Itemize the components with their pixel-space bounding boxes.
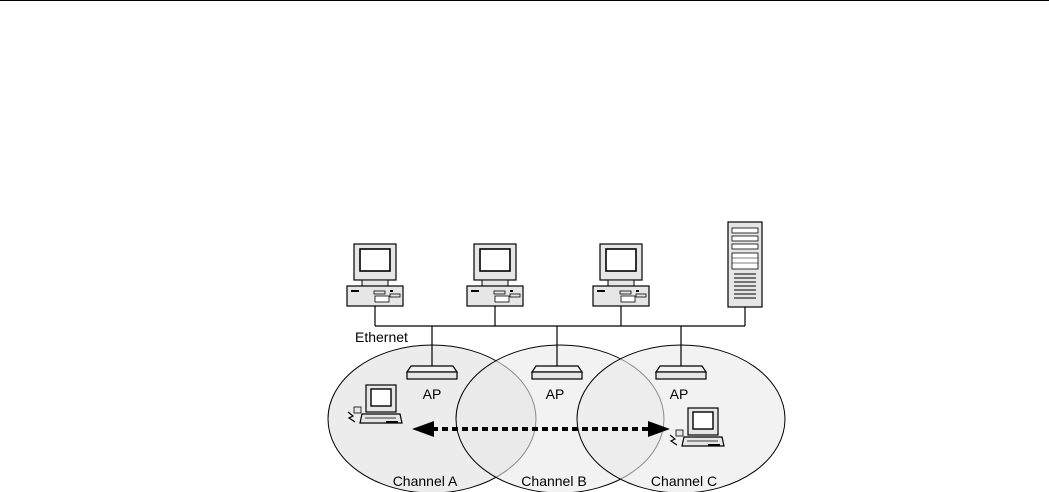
ap-label: AP [670, 386, 689, 402]
access-point-icon [407, 366, 457, 379]
access-point-icon [532, 366, 582, 379]
channel-label: Channel B [521, 473, 586, 489]
desktop-computer-icon [467, 244, 523, 306]
ap-label: AP [546, 386, 565, 402]
ap-label: AP [423, 386, 442, 402]
channel-label: Channel C [651, 473, 717, 489]
server-icon [728, 222, 762, 307]
desktop-computer-icon [593, 244, 649, 306]
ethernet-label: Ethernet [355, 329, 408, 345]
channel-label: Channel A [393, 473, 458, 489]
access-point-icon [656, 366, 706, 379]
desktop-computer-icon [347, 244, 403, 306]
